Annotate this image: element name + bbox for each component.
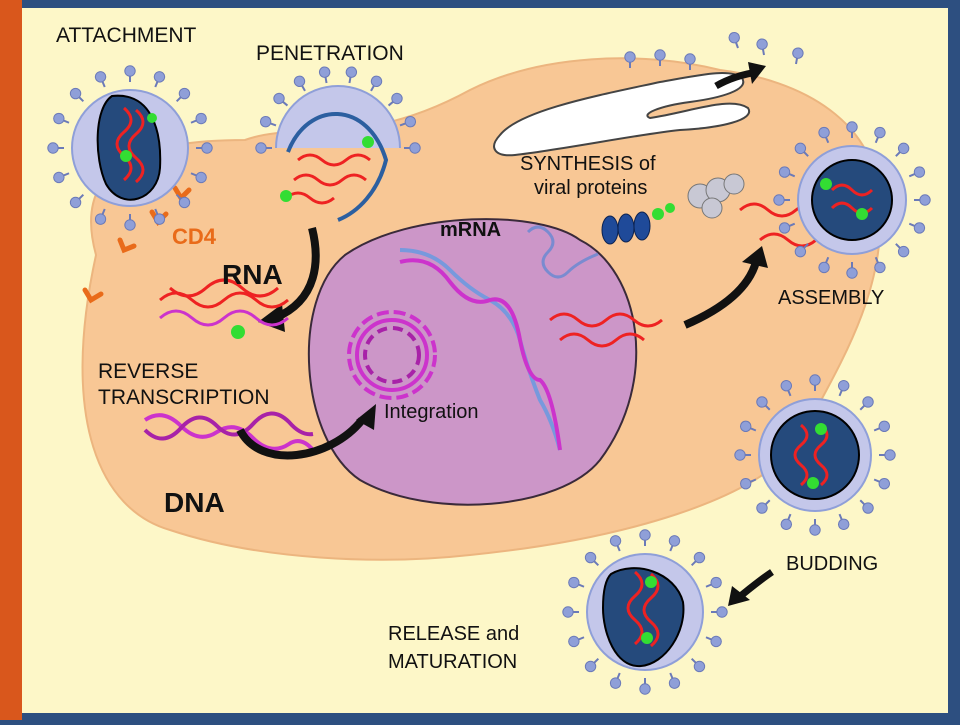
label-synthesis-2: viral proteins bbox=[534, 177, 647, 199]
label-attachment: ATTACHMENT bbox=[56, 24, 197, 47]
penetration-virion bbox=[254, 65, 422, 222]
mrna-strand bbox=[526, 225, 599, 279]
arrow-head bbox=[728, 586, 750, 606]
budding-virion bbox=[733, 373, 897, 537]
label-mrna: mRNA bbox=[440, 219, 501, 241]
label-synthesis-1: SYNTHESIS of bbox=[520, 153, 656, 175]
label-dna: DNA bbox=[164, 487, 225, 518]
reverse-transcription-strands bbox=[159, 278, 289, 339]
ribosome-cluster bbox=[601, 173, 745, 245]
rna-to-rt-arrow bbox=[273, 227, 320, 322]
label-release-2: MATURATION bbox=[388, 651, 517, 673]
label-release-1: RELEASE and bbox=[388, 623, 519, 645]
label-budding: BUDDING bbox=[786, 553, 878, 575]
arrow-head bbox=[742, 246, 768, 268]
label-rna: RNA bbox=[222, 259, 283, 290]
integration-arrow bbox=[236, 417, 366, 460]
left-accent-bar bbox=[0, 0, 22, 720]
release-virion bbox=[561, 528, 729, 696]
label-assembly: ASSEMBLY bbox=[778, 287, 884, 309]
attachment-virion bbox=[46, 64, 214, 232]
arrow-head bbox=[356, 404, 376, 430]
arrow-head bbox=[748, 62, 766, 84]
circular-dna bbox=[347, 310, 437, 400]
label-reverse-transcription-1: REVERSE bbox=[98, 360, 198, 383]
label-penetration: PENETRATION bbox=[256, 42, 404, 65]
dna-helix bbox=[143, 411, 315, 452]
label-integration: Integration bbox=[384, 401, 479, 423]
endoplasmic-reticulum bbox=[493, 72, 751, 157]
label-reverse-transcription-2: TRANSCRIPTION bbox=[98, 386, 270, 409]
assembly-virion bbox=[772, 120, 932, 280]
assembly-arrow bbox=[683, 260, 760, 329]
host-chromosome bbox=[399, 248, 562, 451]
label-cd4: CD4 bbox=[172, 224, 217, 249]
